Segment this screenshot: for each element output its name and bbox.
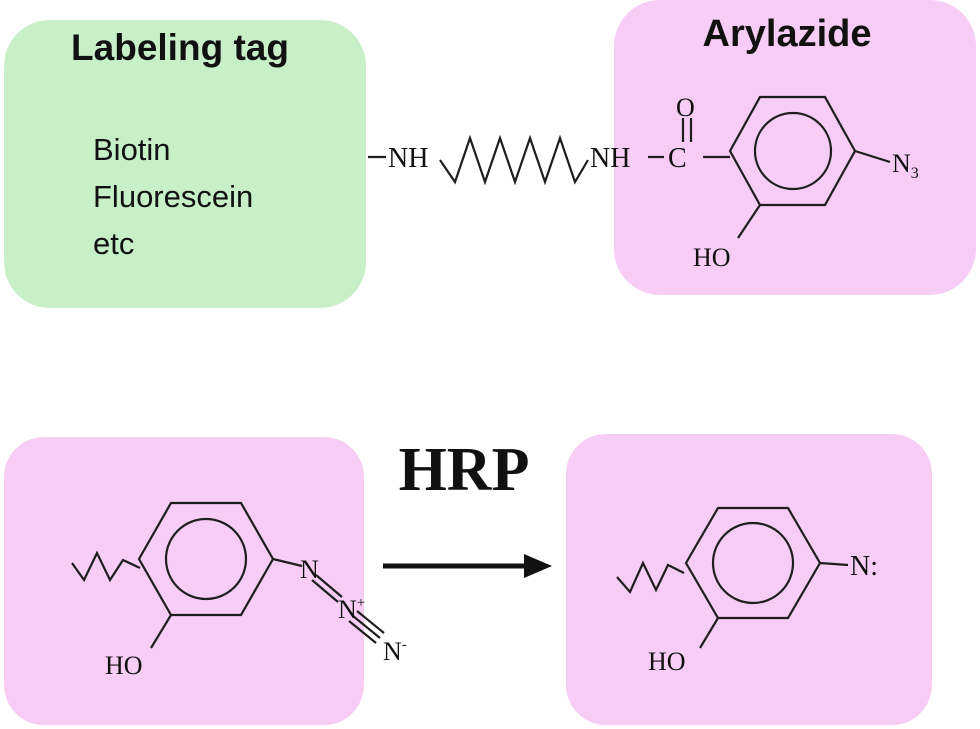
azide-bond-2c xyxy=(356,610,385,634)
hydroxyl-label-top: HO xyxy=(693,243,731,272)
reactant-n3-label: N- xyxy=(383,637,407,666)
azide-bond-1b xyxy=(311,579,339,603)
right-nh-label: NH xyxy=(590,143,630,174)
tag-item-fluorescein: Fluorescein xyxy=(93,179,253,214)
azide-bond-1a xyxy=(315,574,343,598)
benzene-circle-top xyxy=(753,111,833,191)
arylazide-title: Arylazide xyxy=(703,13,872,55)
arylazide-box xyxy=(614,0,976,295)
tag-item-etc: etc xyxy=(93,226,134,261)
product-molecule xyxy=(616,506,849,649)
reactant-box xyxy=(4,437,364,725)
hrp-label: HRP xyxy=(399,436,530,504)
alkyl-chain xyxy=(439,134,589,186)
left-nh-label: NH xyxy=(388,143,428,174)
reaction-arrow-head xyxy=(524,554,552,578)
benzene-ring-product xyxy=(684,506,822,620)
carbonyl-o-label: O xyxy=(676,93,695,122)
top-molecule xyxy=(368,95,891,239)
azide-bond xyxy=(854,149,891,164)
benzene-ring-reactant xyxy=(137,501,275,617)
azide-label: N3 xyxy=(892,149,919,182)
hydroxyl-bond-reactant xyxy=(150,614,172,649)
hydroxyl-label-reactant: HO xyxy=(105,651,143,680)
reactant-n1-label: N xyxy=(300,555,319,584)
benzene-circle-reactant xyxy=(164,517,248,601)
carbonyl-c-label: C xyxy=(668,143,687,174)
benzene-circle-product xyxy=(711,521,795,605)
nitrene-bond xyxy=(819,561,849,567)
azide-bond-2a xyxy=(352,615,381,639)
labeling-tag-box xyxy=(4,20,366,308)
azide-bond-2b xyxy=(348,620,377,644)
labeling-tag-title: Labeling tag xyxy=(71,27,289,68)
benzene-ring-top xyxy=(728,95,857,207)
reactant-n2-label: N+ xyxy=(338,595,365,624)
nitrene-label: N: xyxy=(850,551,878,582)
reactant-n-bond xyxy=(272,557,303,568)
reactant-wavy-bond xyxy=(71,550,141,583)
product-wavy-bond xyxy=(616,560,685,595)
hydroxyl-label-product: HO xyxy=(648,647,686,676)
hydroxyl-bond-top xyxy=(737,204,761,239)
reactant-molecule xyxy=(71,501,385,649)
product-box xyxy=(566,434,932,725)
tag-item-biotin: Biotin xyxy=(93,132,171,167)
hydroxyl-bond-product xyxy=(699,617,719,649)
